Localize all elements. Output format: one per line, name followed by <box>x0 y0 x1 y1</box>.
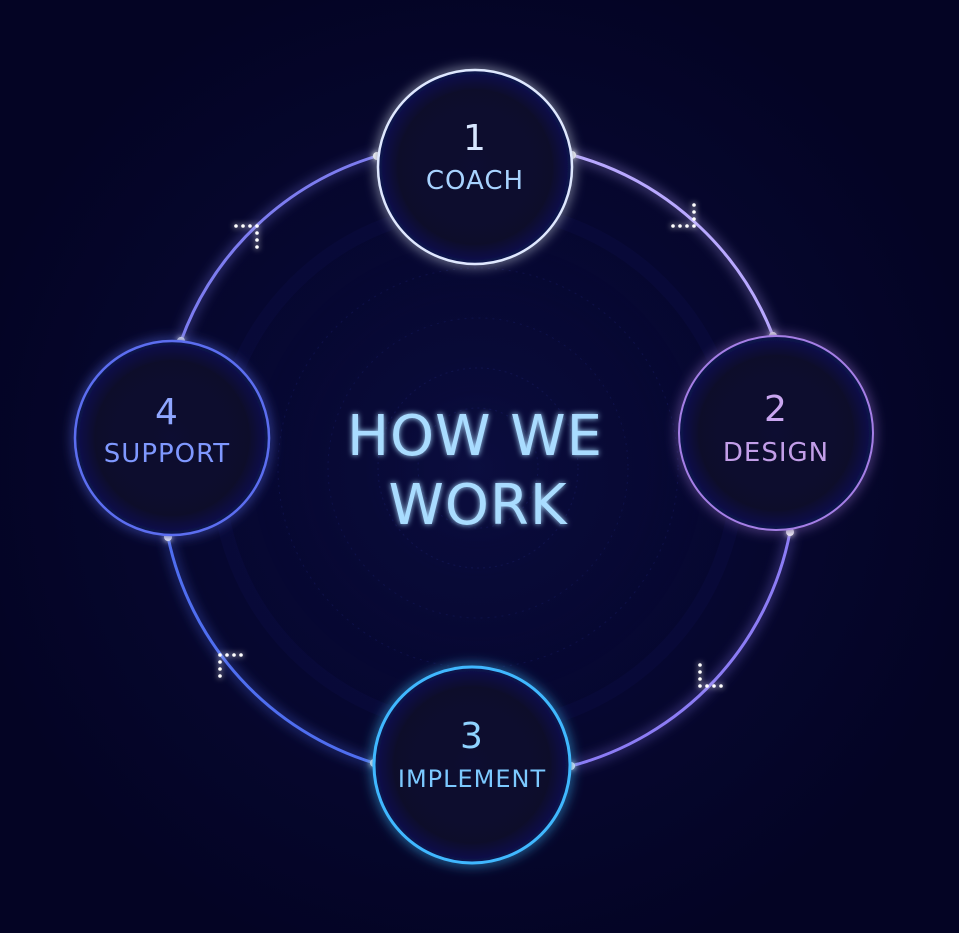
step-number: 4 <box>155 392 179 433</box>
step-node-implement: 3 IMPLEMENT <box>372 665 572 865</box>
step-label: COACH <box>426 166 524 196</box>
diagram-title: HOW WE WORK <box>347 404 603 538</box>
step-number: 1 <box>463 118 487 159</box>
step-node-coach: 1 COACH <box>376 68 574 266</box>
step-node-design: 2 DESIGN <box>678 335 874 531</box>
flow-arrow-support-coach-icon <box>234 224 259 249</box>
flow-arrow-design-implement-icon <box>698 663 723 688</box>
step-node-support: 4 SUPPORT <box>73 339 271 537</box>
title-line-1: HOW WE <box>347 404 603 469</box>
step-number: 3 <box>460 716 484 757</box>
step-number: 2 <box>764 389 788 430</box>
step-label: DESIGN <box>723 438 829 468</box>
step-label: SUPPORT <box>104 439 230 469</box>
title-line-2: WORK <box>388 473 567 538</box>
flow-arrow-coach-design-icon <box>671 203 696 228</box>
step-label: IMPLEMENT <box>398 765 546 793</box>
flow-arrow-implement-support-icon <box>218 653 243 678</box>
